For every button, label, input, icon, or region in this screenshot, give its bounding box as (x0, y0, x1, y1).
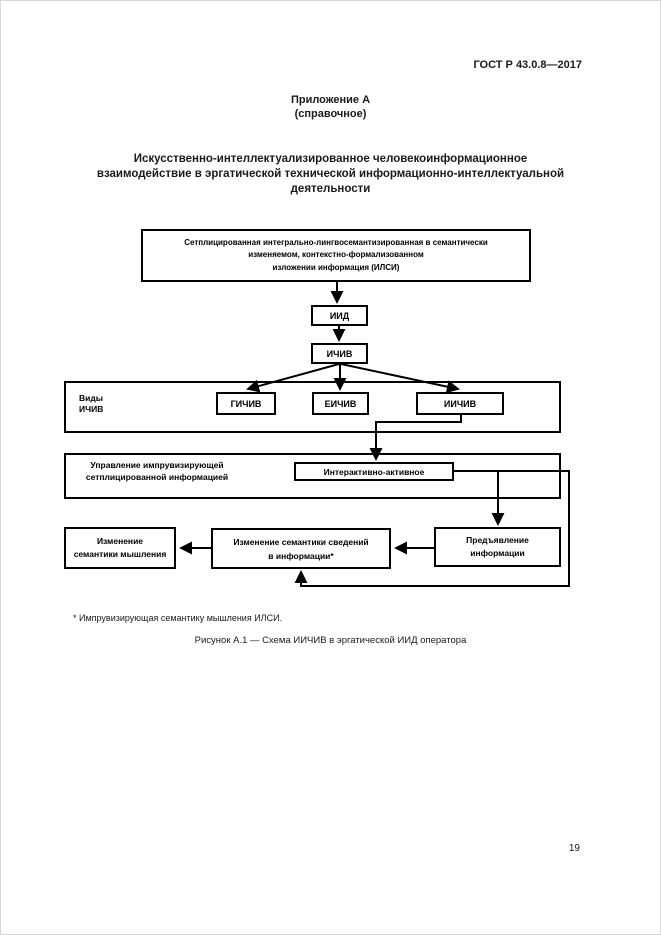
figure-caption: Рисунок А.1 — Схема ИИЧИВ в эргатической… (194, 635, 467, 646)
group-box-vidy-ichiv (64, 381, 561, 433)
page-number: 19 (568, 843, 580, 854)
box-ilsi-information: Сетплицированная интегрально-лингвосеман… (141, 229, 531, 282)
group-box-upravlenie (64, 453, 561, 499)
footnote: * Импрувизирующая семантику мышления ИЛС… (73, 613, 283, 623)
box-izmenenie-semantiki-svedeniy: Изменение семантики сведений в информаци… (211, 528, 391, 569)
appendix-label: Приложение А (справочное) (1, 93, 660, 121)
box-interactive-active: Интерактивно-активное (294, 462, 454, 481)
appendix-subtitle: (справочное) (294, 108, 367, 120)
label-vidy-ichiv: Виды ИЧИВ (79, 393, 104, 414)
box-iichiv: ИИЧИВ (416, 392, 504, 415)
box-iid: ИИД (311, 305, 368, 326)
box-eichiv: ЕИЧИВ (312, 392, 369, 415)
label-upravlenie-informaciey: Управление импрувизирующей сетплицирован… (85, 460, 229, 482)
appendix-title: Приложение А (290, 94, 371, 106)
box-predyavlenie-informacii: Предъявление информации (434, 527, 561, 567)
box-gichiv: ГИЧИВ (216, 392, 276, 415)
box-izmenenie-semantiki-myshleniya: Изменение семантики мышления (64, 527, 176, 569)
page-header-standard-number: ГОСТ Р 43.0.8—2017 (473, 59, 582, 71)
box-ichiv: ИЧИВ (311, 343, 368, 364)
document-title: Искусственно-интеллектуализированное чел… (96, 153, 565, 195)
